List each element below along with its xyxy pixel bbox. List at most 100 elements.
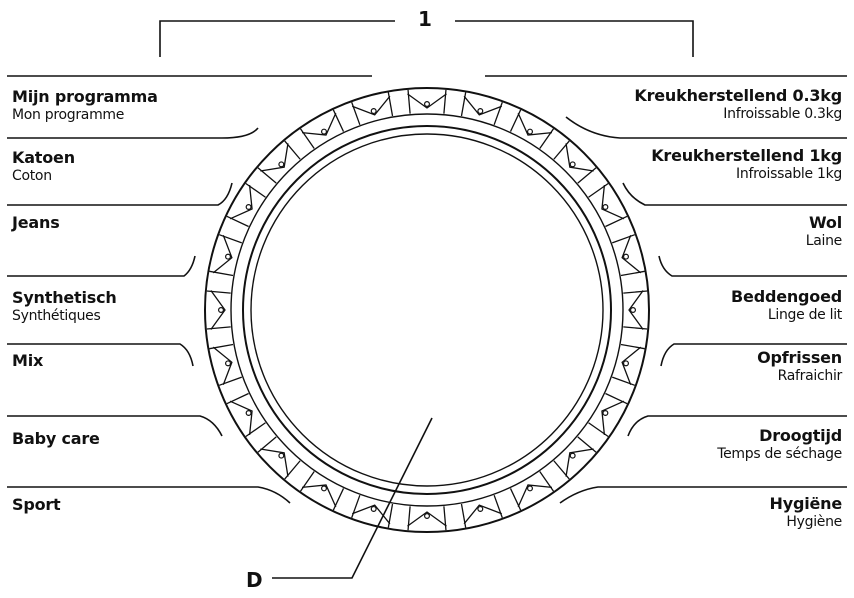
dial-tab-separator <box>611 376 635 386</box>
program-jeans: Jeans <box>12 215 60 231</box>
dial-tab-separator <box>460 92 467 117</box>
divider-line <box>565 116 847 139</box>
dial-tab-separator <box>443 506 447 531</box>
dial-tab-chevron <box>260 143 289 172</box>
program-name: Droogtijd <box>759 426 842 445</box>
dial-tab-separator <box>387 503 394 528</box>
dial-tab-separator <box>407 89 411 114</box>
program-name: Kreukherstellend 1kg <box>651 146 842 165</box>
program-name: Wol <box>809 213 842 232</box>
dial-tab-separator <box>206 290 231 294</box>
program-name: Synthetisch <box>12 288 117 307</box>
dial-tab-dot <box>321 128 328 135</box>
dial-tab-chevron <box>351 504 391 525</box>
dial-tab-separator <box>623 326 648 330</box>
dial-tab-separator <box>245 422 266 438</box>
program-name: Sport <box>12 495 61 514</box>
program-mix: Mix <box>12 353 43 369</box>
program-name-fr: Mon programme <box>12 107 125 123</box>
program-kreukherstellend-1kg: Kreukherstellend 1kg Infroissable 1kg <box>651 146 842 182</box>
dial-tab-chevron <box>212 346 233 386</box>
dial-tab-chevron <box>517 112 553 136</box>
dial-tab-dot <box>424 100 431 107</box>
program-opfrissen: Opfrissen Rafraichir <box>757 350 842 384</box>
dial-tab-dot <box>526 128 533 135</box>
program-kreukherstellend-03kg: Kreukherstellend 0.3kg Infroissable 0.3k… <box>634 88 842 122</box>
program-droogtijd: Droogtijd Temps de séchage <box>717 426 842 462</box>
dial-tab-chevron <box>351 95 391 116</box>
program-name-fr: Linge de lit <box>767 307 842 323</box>
program-name-fr: Synthétiques <box>12 308 101 324</box>
dial-tab-chevron <box>229 400 253 436</box>
dial-tab-dot <box>225 253 232 260</box>
dial-tab-dot <box>278 161 285 168</box>
dial-center-ring <box>250 133 604 487</box>
callout-1-label: 1 <box>418 7 432 31</box>
dial-tab-chevron <box>601 400 625 436</box>
dial-tab-dot <box>424 512 431 519</box>
program-name: Baby care <box>12 429 100 448</box>
program-name-fr: Hygiène <box>786 514 842 530</box>
dial-tab-chevron <box>407 511 447 527</box>
dial-tab-separator <box>226 392 249 405</box>
dial-tab-separator <box>588 182 609 198</box>
dial-tab-separator <box>509 109 522 132</box>
dial-tab-dot <box>526 485 533 492</box>
dial-tab-separator <box>219 234 243 244</box>
program-name: Beddengoed <box>731 287 842 306</box>
dial-tab-separator <box>245 182 266 198</box>
dial-tab-dot <box>569 452 576 459</box>
program-wol: Wol Laine <box>805 213 843 249</box>
dial-tab-dot <box>278 452 285 459</box>
dial-tab-separator <box>493 494 503 518</box>
dial-tab-dot <box>622 360 629 367</box>
dial-tab-chevron <box>628 290 644 330</box>
dial-tab-separator <box>387 92 394 117</box>
dial-tab-separator <box>493 102 503 126</box>
dial-tab-dot <box>370 108 377 115</box>
dial-tab-dot <box>245 204 252 211</box>
dial-tab-separator <box>351 102 361 126</box>
dial-tab-separator <box>299 471 315 492</box>
dial-tab-separator <box>332 109 345 132</box>
program-name-fr: Laine <box>805 233 843 249</box>
dial-tab-dot <box>629 307 636 314</box>
dial-tab-chevron <box>301 112 337 136</box>
left-divider-lines <box>7 75 372 504</box>
dial-tab-separator <box>351 494 361 518</box>
dial-tab-dot <box>245 410 252 417</box>
divider-line <box>7 343 194 367</box>
divider-line <box>7 127 259 139</box>
dial-tab-separator <box>588 422 609 438</box>
dial <box>204 87 650 533</box>
dial-tab-chevron <box>565 143 594 172</box>
program-name: Mijn programma <box>12 87 158 106</box>
dial-tab-dot <box>477 505 484 512</box>
dial-tab-separator <box>206 326 231 330</box>
divider-line <box>7 486 291 504</box>
dial-tab-chevron <box>565 448 594 477</box>
dial-tab-separator <box>539 128 555 149</box>
dial-tab-dot <box>602 410 609 417</box>
dial-tab-separator <box>226 215 249 228</box>
dial-tab-dot <box>321 485 328 492</box>
dial-tab-chevron <box>463 504 503 525</box>
dial-tab-chevron <box>210 290 226 330</box>
program-katoen: Katoen Coton <box>12 150 75 184</box>
dial-tab-chevron <box>301 484 337 508</box>
program-name-fr: Infroissable 0.3kg <box>723 106 842 122</box>
dial-tab-dot <box>622 253 629 260</box>
dial-tab-chevron <box>260 448 289 477</box>
program-mijn-programma: Mijn programma Mon programme <box>12 87 158 123</box>
divider-line <box>7 182 233 206</box>
dial-tab-separator <box>509 488 522 511</box>
dial-tab-separator <box>209 270 234 277</box>
dial-tab-dot <box>477 108 484 115</box>
dial-tab-separator <box>443 89 447 114</box>
dial-inner-ring <box>242 125 612 495</box>
dial-tab-separator <box>605 392 628 405</box>
dial-tab-separator <box>460 503 467 528</box>
dial-outer-ring <box>204 87 650 533</box>
